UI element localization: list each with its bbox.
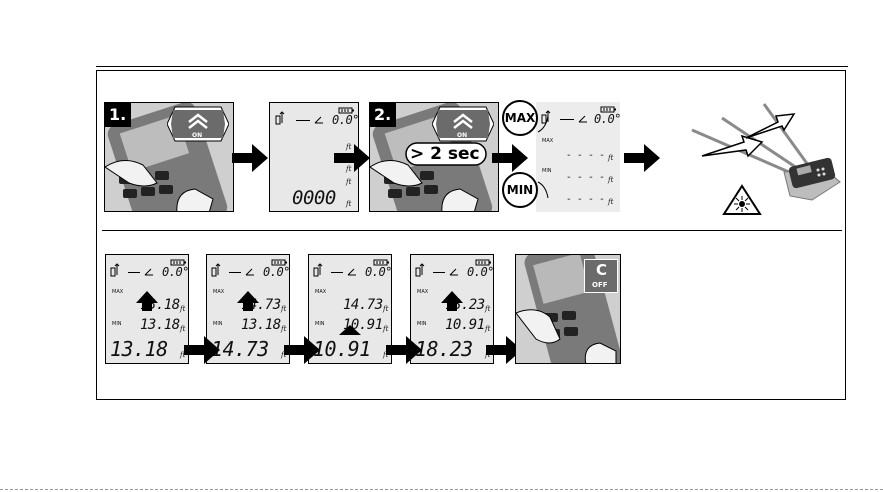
right-arrow-icon	[184, 336, 220, 364]
angle-icon	[578, 115, 588, 123]
max-dashes: - - - -	[566, 150, 605, 161]
lcd-initial-reading: 0000	[292, 187, 336, 209]
up-arrow-icon	[106, 275, 189, 355]
lcd-line	[560, 119, 574, 120]
lcd-line	[331, 272, 343, 273]
on-button-label: ON	[457, 132, 467, 139]
min-dashes: - - - -	[566, 172, 605, 183]
step-badge: 2.	[370, 103, 396, 127]
lcd-line	[433, 272, 445, 273]
right-arrow-icon	[284, 336, 320, 364]
lcd-angle: 0.0°	[332, 113, 359, 127]
current-dashes: - - - -	[566, 194, 605, 205]
angle-icon	[314, 116, 324, 124]
lcd-line	[296, 120, 310, 121]
up-arrow-icon	[309, 275, 392, 355]
clear-key-letter: C	[596, 261, 607, 279]
unit-min: ft	[608, 176, 613, 184]
rangefinder-icon	[275, 111, 285, 125]
page-cut-line	[0, 489, 883, 490]
measuring-illustration	[672, 100, 842, 220]
clear-off-panel: C OFF	[515, 254, 621, 364]
lcd-angle: 0.0°	[594, 112, 620, 126]
on-button-label: ON	[192, 132, 202, 139]
right-arrow-icon	[624, 144, 660, 172]
unit-main: ft	[346, 178, 351, 186]
right-arrow-icon	[386, 336, 422, 364]
right-arrow-icon	[334, 144, 370, 172]
step-1-panel: ON 1.	[104, 102, 234, 212]
clear-off-key: C OFF	[584, 259, 618, 293]
step-2-panel: ON > 2 sec 2.	[369, 102, 499, 212]
right-arrow-icon	[492, 144, 528, 172]
lcd-line	[229, 272, 241, 273]
top-rule	[96, 66, 848, 67]
unit-reading: ft	[346, 200, 351, 208]
unit-main: ft	[608, 198, 613, 206]
unit-max: ft	[608, 154, 613, 162]
hold-duration-label: > 2 sec	[410, 144, 480, 164]
max-mode-button: MAX	[502, 100, 538, 136]
lcd-line	[128, 272, 140, 273]
laser-warning-icon	[724, 186, 760, 214]
up-arrow-icon	[411, 275, 494, 355]
mode-connector	[536, 108, 556, 208]
min-mode-button: MIN	[502, 172, 538, 208]
step-badge: 1.	[105, 103, 131, 127]
off-key-label: OFF	[592, 281, 608, 289]
right-arrow-icon	[232, 144, 268, 172]
row-divider	[102, 230, 842, 231]
